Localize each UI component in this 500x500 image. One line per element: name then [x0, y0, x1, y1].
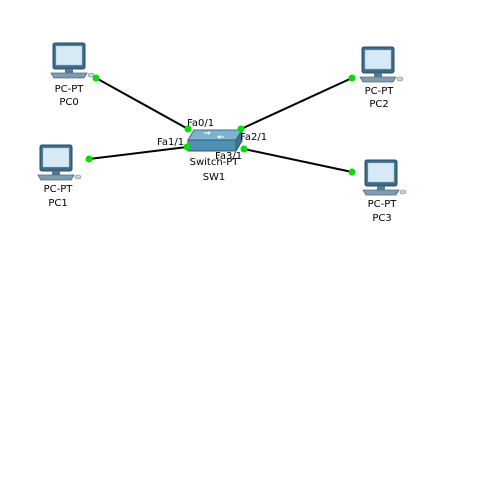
pc1-name-label: PC1 — [48, 198, 67, 209]
sw1-name-label: SW1 — [203, 172, 226, 183]
link-light-sw1-fa3 — [240, 145, 248, 153]
pc3-device[interactable]: PC-PT PC3 — [362, 159, 407, 224]
pc2-name-label: PC2 — [369, 99, 388, 110]
switch-icon — [187, 129, 243, 152]
pc3-model-label: PC-PT — [368, 199, 398, 210]
link-light-sw1-fa2 — [237, 125, 245, 133]
pc1-device[interactable]: PC-PT PC1 — [37, 144, 82, 209]
pc-icon — [37, 144, 82, 181]
port-label-fa0: Fa0/1 — [187, 118, 214, 129]
pc-icon — [50, 42, 95, 79]
port-label-fa2: Fa2/1 — [240, 132, 267, 143]
cable-pc1-sw1[interactable] — [88, 146, 188, 160]
pc1-model-label: PC-PT — [44, 184, 74, 195]
port-label-fa3: Fa3/1 — [215, 151, 242, 162]
link-light-sw1-fa0 — [184, 125, 192, 133]
pc-icon — [362, 159, 407, 196]
pc2-model-label: PC-PT — [365, 86, 395, 97]
sw1-device[interactable]: Switch-PT SW1 — [187, 129, 243, 183]
link-light-pc2 — [348, 74, 356, 82]
pc0-name-label: PC0 — [59, 97, 78, 108]
port-label-fa1: Fa1/1 — [157, 137, 184, 148]
pc-icon — [359, 46, 404, 83]
cable-pc0-sw1[interactable] — [95, 77, 189, 130]
cable-pc3-sw1[interactable] — [243, 148, 353, 173]
link-light-pc1 — [85, 155, 93, 163]
link-light-pc0 — [92, 74, 100, 82]
pc0-device[interactable]: PC-PT PC0 — [50, 42, 95, 108]
pc3-name-label: PC3 — [372, 213, 391, 224]
pc2-device[interactable]: PC-PT PC2 — [359, 46, 404, 110]
sw1-model-label: Switch-PT — [190, 157, 240, 168]
link-light-pc3 — [348, 168, 356, 176]
cable-pc2-sw1[interactable] — [240, 77, 353, 130]
pc0-model-label: PC-PT — [55, 84, 85, 95]
link-light-sw1-fa1 — [183, 143, 191, 151]
